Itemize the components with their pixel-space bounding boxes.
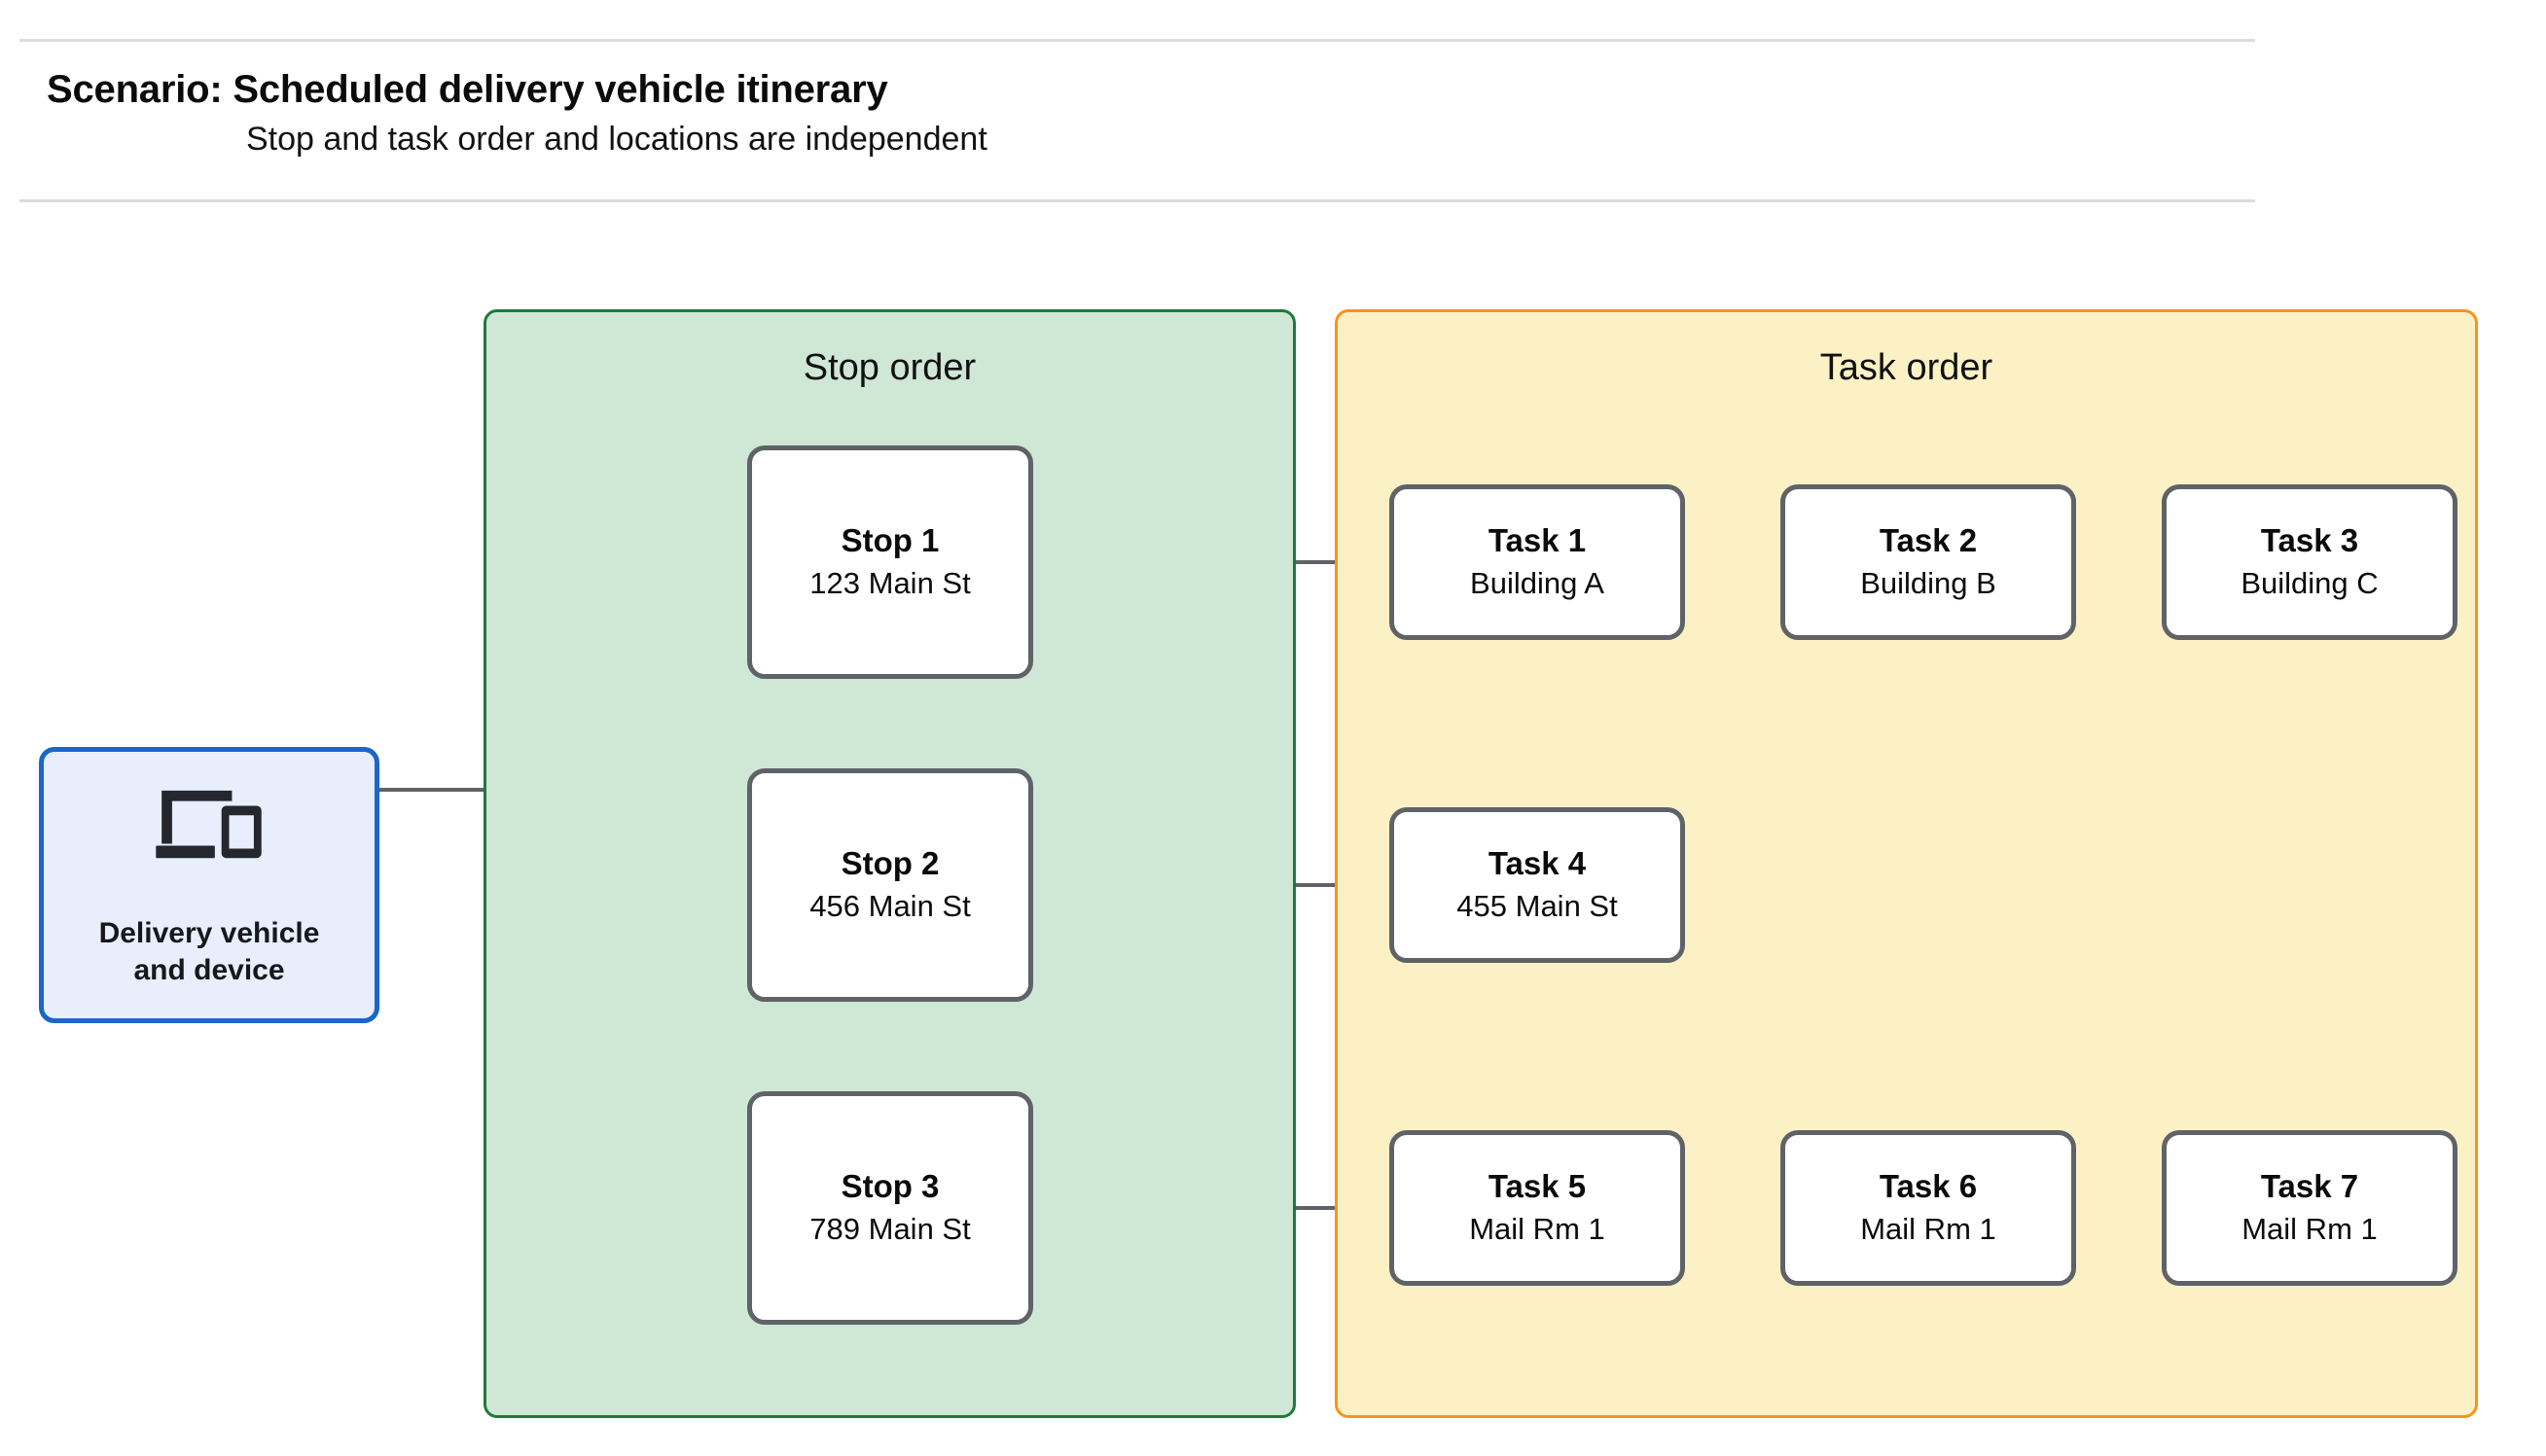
delivery-vehicle-label: Delivery vehicle and device	[98, 916, 320, 986]
task-node-location: Building A	[1470, 566, 1604, 601]
stop-node-2[interactable]: Stop 2 456 Main St	[747, 768, 1033, 1002]
page-title: Scenario: Scheduled delivery vehicle iti…	[47, 68, 888, 111]
task-node-location: 455 Main St	[1456, 889, 1618, 924]
stop-node-title: Stop 3	[841, 1168, 940, 1205]
stop-node-3[interactable]: Stop 3 789 Main St	[747, 1091, 1033, 1325]
stop-node-1[interactable]: Stop 1 123 Main St	[747, 445, 1033, 679]
task-node-location: Mail Rm 1	[2241, 1212, 2378, 1247]
page-subtitle: Stop and task order and locations are in…	[246, 121, 987, 158]
stop-node-title: Stop 1	[841, 522, 940, 559]
task-node-location: Mail Rm 1	[1469, 1212, 1605, 1247]
stop-node-location: 789 Main St	[809, 1212, 971, 1247]
task-node-title: Task 5	[1488, 1168, 1587, 1205]
task-node-5[interactable]: Task 5 Mail Rm 1	[1389, 1130, 1685, 1286]
task-node-6[interactable]: Task 6 Mail Rm 1	[1780, 1130, 2076, 1286]
delivery-vehicle-node[interactable]: Delivery vehicle and device	[39, 747, 379, 1023]
header-divider-top	[19, 39, 2255, 42]
task-node-4[interactable]: Task 4 455 Main St	[1389, 807, 1685, 963]
stop-node-location: 123 Main St	[809, 566, 971, 601]
task-node-1[interactable]: Task 1 Building A	[1389, 484, 1685, 640]
task-node-location: Mail Rm 1	[1860, 1212, 1996, 1247]
task-node-title: Task 2	[1879, 522, 1978, 559]
task-order-title: Task order	[1819, 347, 1993, 388]
devices-icon	[156, 790, 262, 858]
task-node-title: Task 6	[1879, 1168, 1978, 1205]
task-node-location: Building C	[2241, 566, 2379, 601]
task-node-location: Building B	[1860, 566, 1996, 601]
stop-node-title: Stop 2	[841, 845, 940, 882]
stop-node-location: 456 Main St	[809, 889, 971, 924]
edge-vehicle-to-trunk	[379, 788, 555, 792]
task-node-title: Task 4	[1488, 845, 1587, 882]
task-node-3[interactable]: Task 3 Building C	[2162, 484, 2457, 640]
header-divider-bottom	[19, 199, 2255, 202]
task-node-title: Task 7	[2260, 1168, 2359, 1205]
task-node-7[interactable]: Task 7 Mail Rm 1	[2162, 1130, 2457, 1286]
stop-order-title: Stop order	[803, 347, 977, 388]
task-node-2[interactable]: Task 2 Building B	[1780, 484, 2076, 640]
task-node-title: Task 3	[2260, 522, 2359, 559]
task-node-title: Task 1	[1488, 522, 1587, 559]
